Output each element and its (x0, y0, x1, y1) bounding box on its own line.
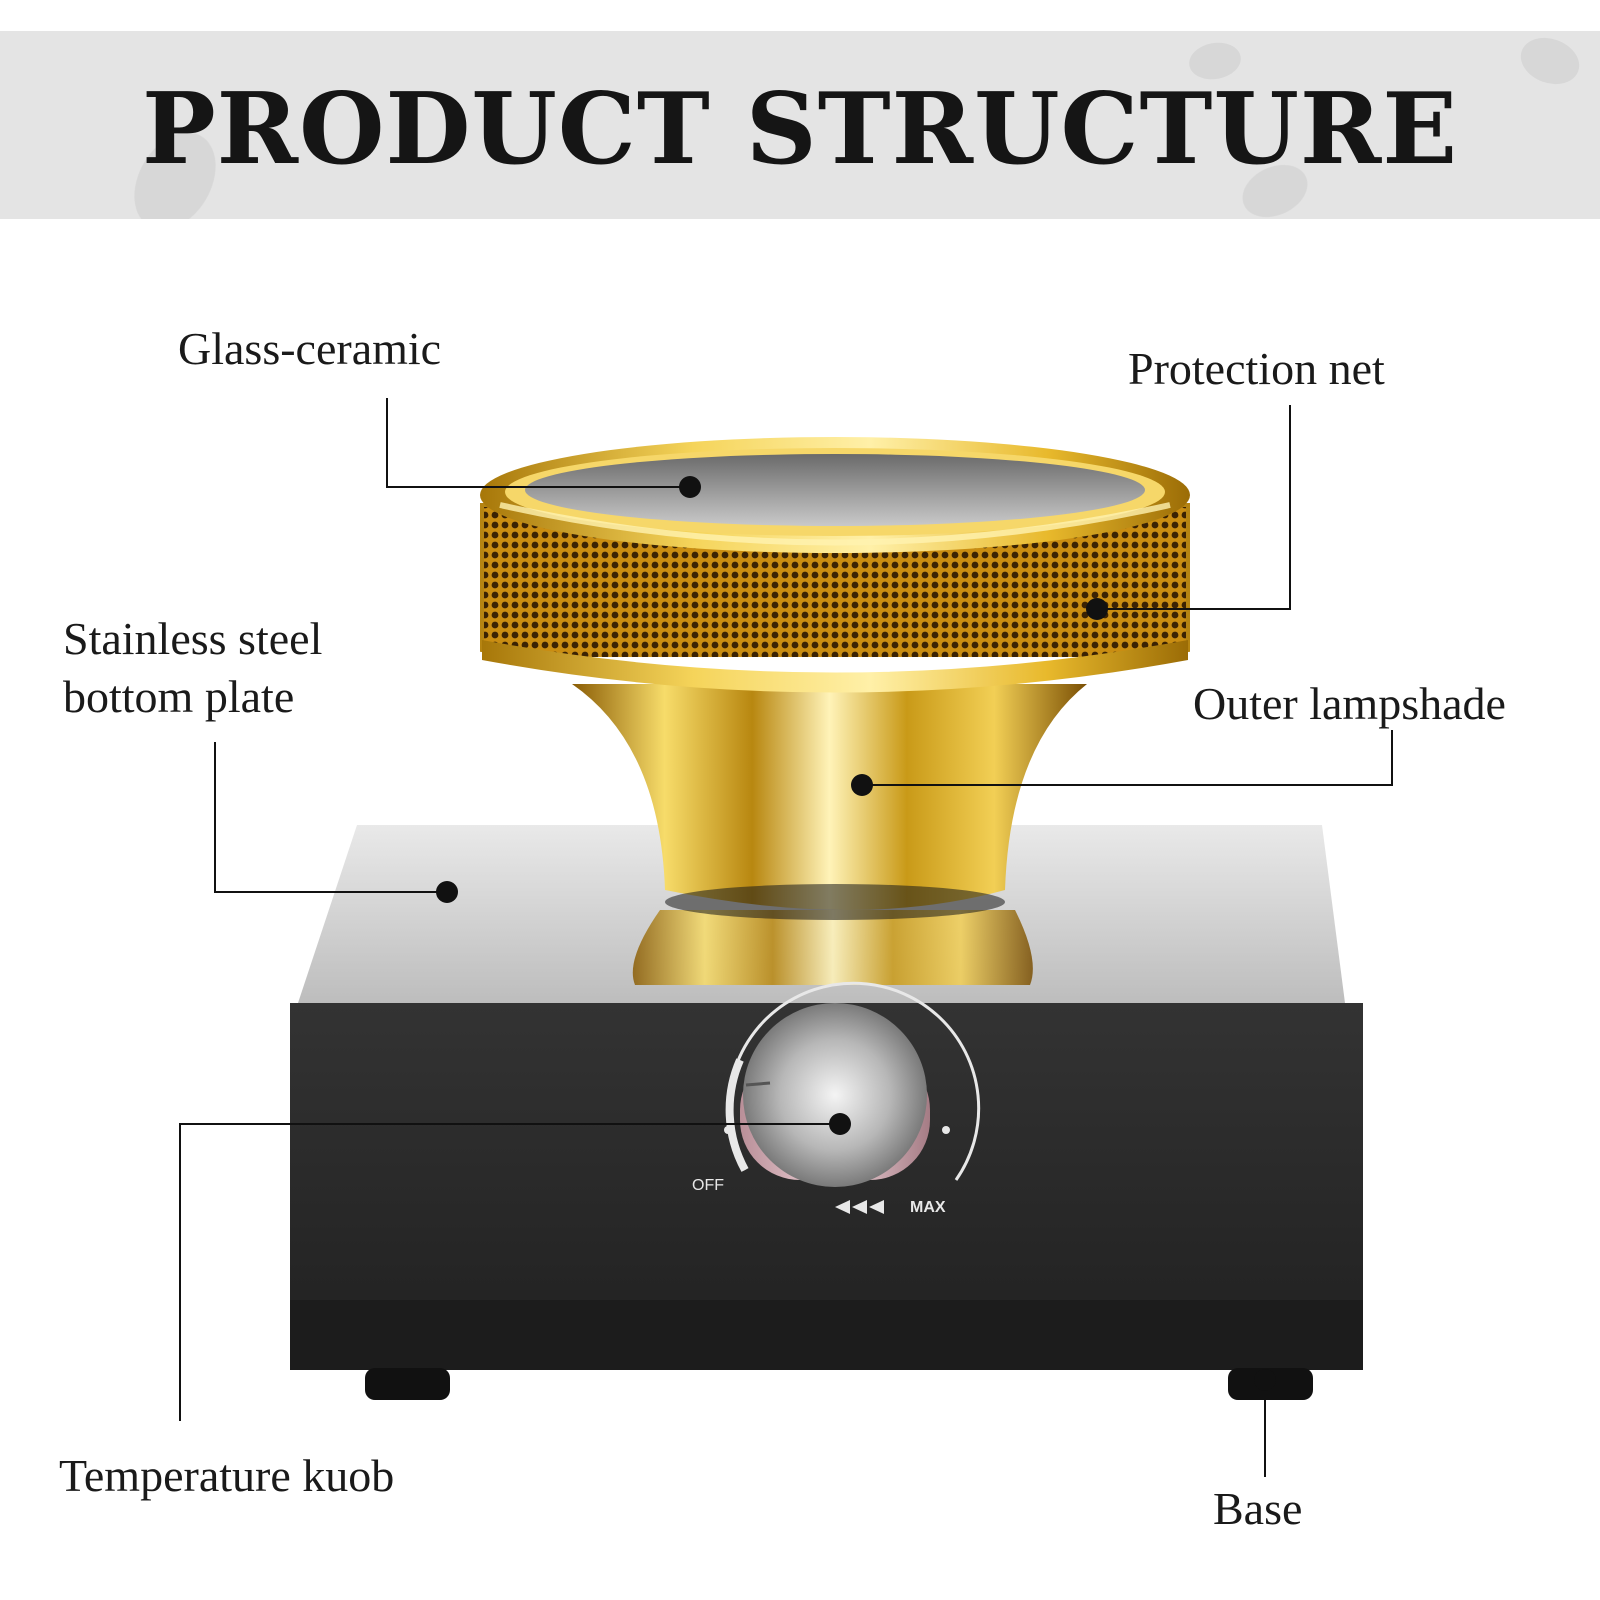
callout-dot-outer-lampshade (851, 774, 873, 796)
outer-lampshade (572, 684, 1087, 910)
callout-dot-stainless-steel (436, 881, 458, 903)
coffee-bean-watermark (134, 37, 1580, 230)
label-base: Base (1213, 1483, 1303, 1534)
dial-off-label: OFF (692, 1177, 724, 1194)
callout-line-stainless-steel (214, 742, 447, 893)
glass-ceramic-plate (525, 454, 1145, 526)
callout-line-protection-net (1097, 405, 1291, 610)
callout-line-temperature-knob (179, 1123, 840, 1421)
callout-dot-protection-net (1086, 598, 1108, 620)
knob-face (743, 1003, 927, 1187)
callout-line-glass-ceramic (386, 398, 690, 488)
label-stainless-steel-line2: bottom plate (63, 671, 295, 722)
callout-dot-temperature-knob (829, 1113, 851, 1135)
label-glass-ceramic: Glass-ceramic (178, 323, 442, 374)
callout-line-outer-lampshade (862, 730, 1393, 786)
callout-dot-base (1254, 1369, 1276, 1391)
dial-max-label: MAX (910, 1199, 946, 1216)
foot-left (365, 1368, 450, 1400)
header-band (0, 31, 1600, 230)
label-outer-lampshade: Outer lampshade (1193, 678, 1506, 729)
lampshade-reflection (632, 910, 1033, 985)
label-protection-net: Protection net (1128, 343, 1385, 394)
label-temperature-knob: Temperature kuob (59, 1450, 395, 1501)
callout-dot-glass-ceramic (679, 476, 701, 498)
page-title: PRODUCT STRUCTURE (141, 72, 1459, 187)
label-stainless-steel-line1: Stainless steel (63, 613, 323, 664)
